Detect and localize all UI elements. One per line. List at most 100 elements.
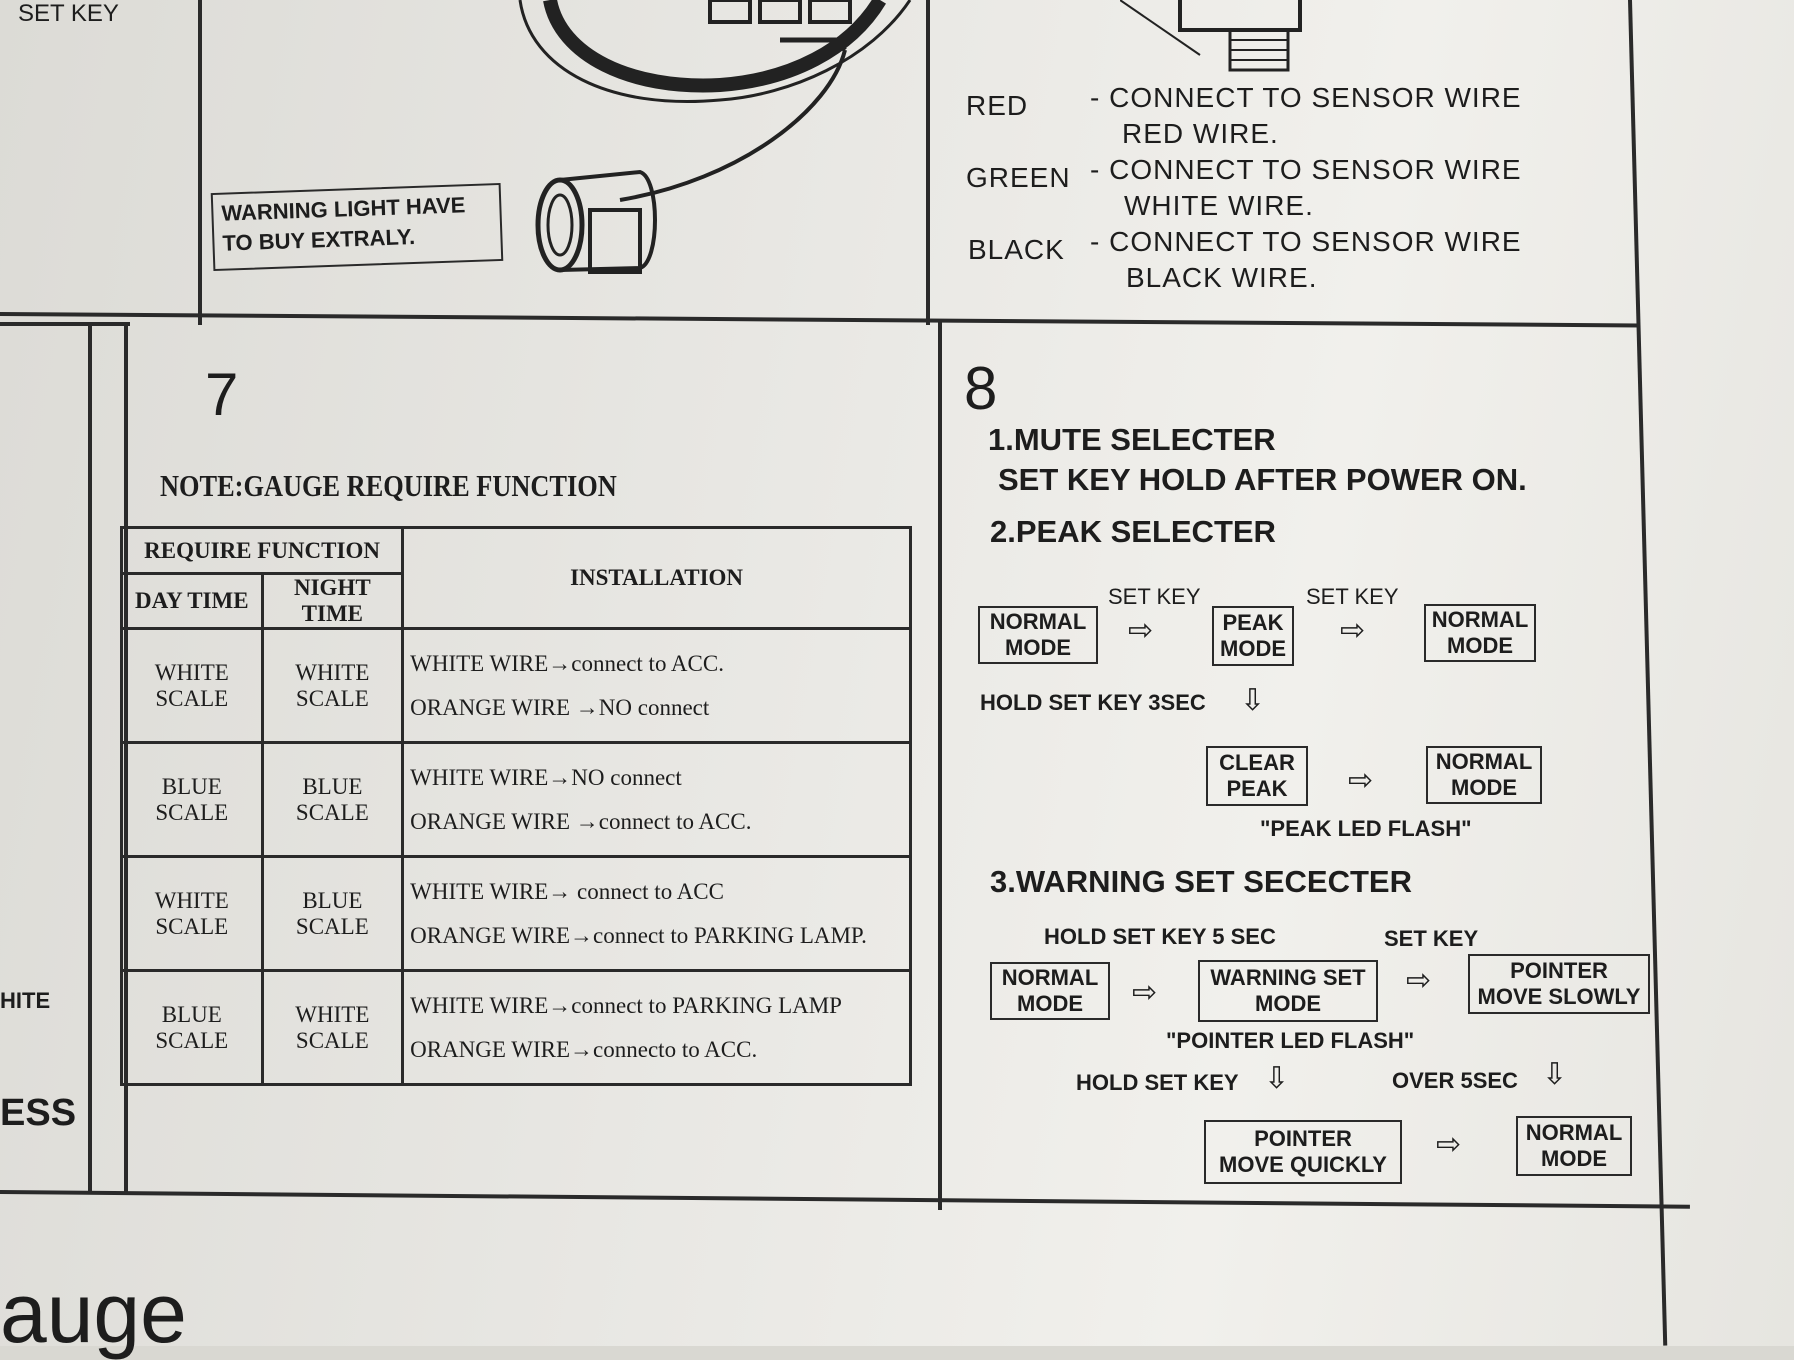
wire-item-black: BLACK - CONNECT TO SENSOR WIRE BLACK WIR…	[966, 226, 1606, 298]
pointer-slowly-line1: POINTER	[1510, 958, 1608, 983]
row4-install-line1: WHITE WIRE→connect to PARKING LAMP	[410, 992, 842, 1018]
frame-line-horizontal-sub	[0, 322, 130, 326]
peak-normal-mode-2-line2: MODE	[1447, 633, 1513, 658]
row3-install-line2: ORANGE WIRE→connect to PARKING LAMP.	[410, 922, 867, 948]
wire-desc-black-line2: BLACK WIRE.	[1126, 262, 1318, 293]
clear-peak-box: CLEAR PEAK	[1206, 746, 1308, 806]
warning-set-mode-box: WARNING SET MODE	[1198, 960, 1378, 1022]
header-require-function: REQUIRE FUNCTION	[119, 526, 405, 575]
row3-install-line1: WHITE WIRE→ connect to ACC	[410, 878, 724, 904]
peak-selecter-title: 2.PEAK SELECTER	[990, 514, 1276, 549]
peak-normal-mode-3-line2: MODE	[1451, 775, 1517, 800]
warning-selecter-title: 3.WARNING SET SECECTER	[990, 864, 1412, 899]
warning-set-mode-line1: WARNING SET	[1210, 965, 1366, 990]
row4-install-line2: ORANGE WIRE→connecto to ACC.	[410, 1036, 758, 1062]
sensor-drawing	[1120, 0, 1302, 72]
wire-item-red: RED - CONNECT TO SENSOR WIRE RED WIRE.	[966, 82, 1606, 154]
warning-over-5sec: OVER 5SEC	[1392, 1068, 1518, 1093]
row1-night: WHITE SCALE	[260, 627, 405, 744]
mute-selecter-title: 1.MUTE SELECTER	[988, 422, 1276, 457]
peak-set-key-1: SET KEY	[1108, 584, 1201, 609]
arrow-right-icon: ⇨	[1340, 614, 1366, 647]
pointer-slowly-line2: MOVE SLOWLY	[1477, 984, 1641, 1009]
peak-normal-mode-3-line1: NORMAL	[1435, 749, 1533, 774]
row2-install-line2: ORANGE WIRE →connect to ACC.	[410, 808, 752, 834]
wire-color-green: GREEN	[966, 162, 1071, 193]
warning-hold-set-key: HOLD SET KEY	[1076, 1070, 1239, 1095]
warning-normal-mode-1-line1: NORMAL	[1001, 965, 1099, 990]
clear-peak-line2: PEAK	[1226, 776, 1288, 801]
row4-installation: WHITE WIRE→connect to PARKING LAMP ORANG…	[401, 969, 912, 1086]
warning-set-mode-line2: MODE	[1255, 991, 1321, 1016]
peak-led-flash-note: "PEAK LED FLASH"	[1260, 816, 1472, 841]
row1-installation: WHITE WIRE→connect to ACC. ORANGE WIRE →…	[401, 627, 912, 744]
peak-normal-mode-1-line1: NORMAL	[989, 609, 1087, 634]
header-installation: INSTALLATION	[401, 526, 912, 630]
warning-normal-mode-1: NORMAL MODE	[990, 962, 1110, 1020]
arrow-right-icon: ⇨	[1348, 764, 1374, 797]
set-key-label-top: SET KEY	[18, 0, 119, 27]
frame-line-vertical-center	[938, 320, 942, 1210]
frame-line-vertical-left-mid2	[88, 322, 92, 1192]
arrow-right-icon: ⇨	[1132, 976, 1158, 1009]
wire-color-red: RED	[966, 90, 1029, 121]
section7-number: 7	[205, 361, 239, 428]
pointer-quickly-line1: POINTER	[1254, 1126, 1352, 1151]
peak-normal-mode-1: NORMAL MODE	[978, 606, 1098, 664]
arrow-right-icon: ⇨	[1128, 614, 1154, 647]
pointer-quickly-line2: MOVE QUICKLY	[1219, 1152, 1387, 1177]
section7-note: NOTE:GAUGE REQUIRE FUNCTION	[160, 468, 617, 503]
arrow-down-icon: ⇩	[1240, 684, 1266, 717]
peak-normal-mode-3: NORMAL MODE	[1426, 746, 1542, 804]
arrow-right-icon: ⇨	[1436, 1128, 1462, 1161]
row4-day: BLUE SCALE	[120, 969, 264, 1086]
row1-install-line2: ORANGE WIRE →NO connect	[410, 694, 710, 720]
mute-selecter-desc: SET KEY HOLD AFTER POWER ON.	[998, 462, 1527, 497]
margin-fragment-ess: ESS	[0, 1092, 77, 1134]
table-header-row: REQUIRE FUNCTION INSTALLATION	[119, 526, 912, 630]
warning-set-key: SET KEY	[1384, 926, 1479, 951]
header-night-time: NIGHT TIME	[260, 572, 405, 630]
section8-number: 8	[964, 355, 998, 422]
row3-installation: WHITE WIRE→ connect to ACC ORANGE WIRE→c…	[401, 855, 912, 972]
pointer-move-quickly-box: POINTER MOVE QUICKLY	[1204, 1120, 1402, 1184]
wire-desc-red-line2: RED WIRE.	[1122, 118, 1279, 149]
peak-set-key-2: SET KEY	[1306, 584, 1399, 609]
arrow-right-icon: ⇨	[1406, 964, 1432, 997]
warning-normal-mode-1-line2: MODE	[1017, 991, 1083, 1016]
require-function-table: REQUIRE FUNCTION INSTALLATION DAY TIME N…	[119, 526, 912, 1086]
peak-normal-mode-1-line2: MODE	[1005, 635, 1071, 660]
table-row: WHITE SCALE BLUE SCALE WHITE WIRE→ conne…	[120, 855, 912, 972]
wire-color-black: BLACK	[968, 234, 1065, 265]
wire-list: RED - CONNECT TO SENSOR WIRE RED WIRE. G…	[966, 82, 1606, 298]
wire-desc-red-line1: - CONNECT TO SENSOR WIRE	[1090, 82, 1522, 113]
peak-normal-mode-2: NORMAL MODE	[1424, 604, 1536, 662]
row2-install-line1: WHITE WIRE→NO connect	[410, 764, 682, 790]
peak-mode-line2: MODE	[1220, 636, 1286, 661]
row3-night: BLUE SCALE	[260, 855, 405, 972]
row4-night: WHITE SCALE	[260, 969, 405, 1086]
clear-peak-line1: CLEAR	[1219, 750, 1295, 775]
wire-desc-green-line1: - CONNECT TO SENSOR WIRE	[1090, 154, 1522, 185]
table-row: BLUE SCALE WHITE SCALE WHITE WIRE→connec…	[120, 969, 912, 1086]
header-day-time: DAY TIME	[120, 572, 264, 630]
peak-mode-box: PEAK MODE	[1212, 606, 1294, 666]
pointer-move-slowly-box: POINTER MOVE SLOWLY	[1468, 954, 1650, 1014]
arrow-down-icon: ⇩	[1542, 1058, 1568, 1091]
pointer-led-flash-note: "POINTER LED FLASH"	[1166, 1028, 1415, 1053]
table-row: WHITE SCALE WHITE SCALE WHITE WIRE→conne…	[120, 627, 912, 744]
row2-day: BLUE SCALE	[120, 741, 264, 858]
warning-normal-mode-2-line1: NORMAL	[1525, 1120, 1623, 1145]
frame-line-vertical-left-top	[198, 0, 202, 325]
peak-hold-label: HOLD SET KEY 3SEC	[980, 690, 1206, 715]
warning-hold-5sec: HOLD SET KEY 5 SEC	[1044, 924, 1276, 949]
arrow-down-icon: ⇩	[1264, 1062, 1290, 1095]
row1-install-line1: WHITE WIRE→connect to ACC.	[410, 650, 724, 676]
margin-fragment-hite: HITE	[0, 988, 51, 1013]
warning-light-note: WARNING LIGHT HAVE TO BUY EXTRALY.	[210, 182, 504, 272]
table-subheader-row: DAY TIME NIGHT TIME	[120, 572, 911, 630]
wire-desc-black-line1: - CONNECT TO SENSOR WIRE	[1090, 226, 1522, 257]
wire-desc-green-line2: WHITE WIRE.	[1124, 190, 1314, 221]
row2-installation: WHITE WIRE→NO connect ORANGE WIRE →conne…	[401, 741, 912, 858]
frame-line-vertical-mid-top	[926, 0, 930, 325]
